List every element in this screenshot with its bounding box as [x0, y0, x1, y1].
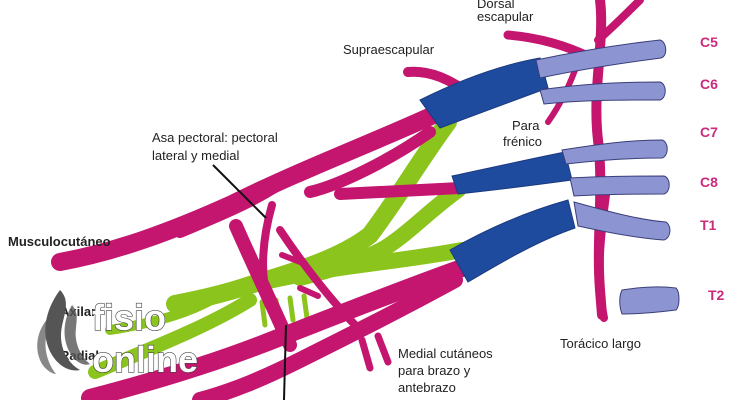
root-c6 [539, 81, 666, 105]
root-c5 [535, 39, 667, 79]
middle-trunk [451, 151, 573, 195]
root-t1 [573, 201, 671, 241]
musculocutaneo-nerve [174, 164, 306, 238]
cord-stub-4 [301, 293, 310, 321]
root-c7 [561, 139, 668, 165]
label-escapular: escapular [477, 9, 534, 24]
cord-stub-3 [287, 295, 296, 323]
pectoral-stub-2 [297, 285, 321, 299]
middle-trunk-nerve [334, 182, 466, 200]
label-toracico: Torácico largo [560, 336, 641, 351]
medial-cutaneous-branch-1 [358, 336, 374, 372]
label-dorsal: Dorsal [477, 0, 515, 11]
flame-swirl-icon [37, 290, 90, 374]
lower-trunk-nerve [81, 259, 471, 400]
spinal-column-branch [594, 0, 644, 44]
axillary-cord-branch [105, 293, 220, 335]
root-label-c8: C8 [700, 174, 718, 190]
label-asa-line2: lateral y medial [152, 148, 240, 163]
root-label-t1: T1 [700, 217, 717, 233]
logo-line1: fisio [92, 297, 166, 338]
asa-pointer-line [212, 164, 267, 219]
root-label-c6: C6 [700, 76, 718, 92]
medial-cutaneous-branch-2 [374, 332, 392, 366]
root-t2 [619, 286, 680, 315]
label-medial-line2: para brazo y [398, 363, 471, 378]
label-musculocutaneo: Musculocutáneo [8, 234, 111, 249]
nerves [51, 103, 610, 400]
cord-stub-1 [259, 299, 268, 328]
asa-pectoral-medial [276, 226, 364, 334]
suprascapular-branch-2 [304, 126, 436, 198]
root-label-t2: T2 [708, 287, 725, 303]
pectoral-stub-1 [279, 252, 303, 265]
radial-cord-branch [88, 293, 257, 379]
label-frenico: frénico [503, 134, 542, 149]
label-medial-line1: Medial cutáneos [398, 346, 493, 361]
trunks [419, 57, 576, 283]
label-medial-line3: antebrazo [398, 380, 456, 395]
ulnar-nerve [192, 272, 463, 400]
logo-line2: online [92, 339, 198, 380]
fisio-online-logo: fisio online [37, 290, 199, 381]
label-para: Para [512, 118, 540, 133]
root-label-c7: C7 [700, 124, 718, 140]
label-supraescapular: Supraescapular [343, 42, 435, 57]
lower-trunk [449, 199, 576, 283]
root-label-c5: C5 [700, 34, 718, 50]
asa-pectoral-lateral [229, 219, 297, 352]
label-asa-line1: Asa pectoral: pectoral [152, 130, 278, 145]
roots [535, 39, 680, 315]
bottom-pointer-line [283, 324, 287, 400]
root-c8 [569, 175, 670, 197]
